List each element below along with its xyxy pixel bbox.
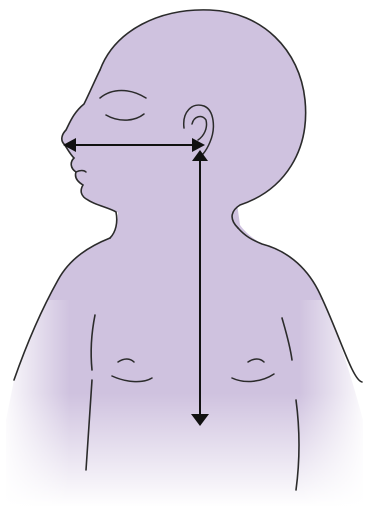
right-fade <box>299 300 369 507</box>
left-fade <box>0 300 70 507</box>
